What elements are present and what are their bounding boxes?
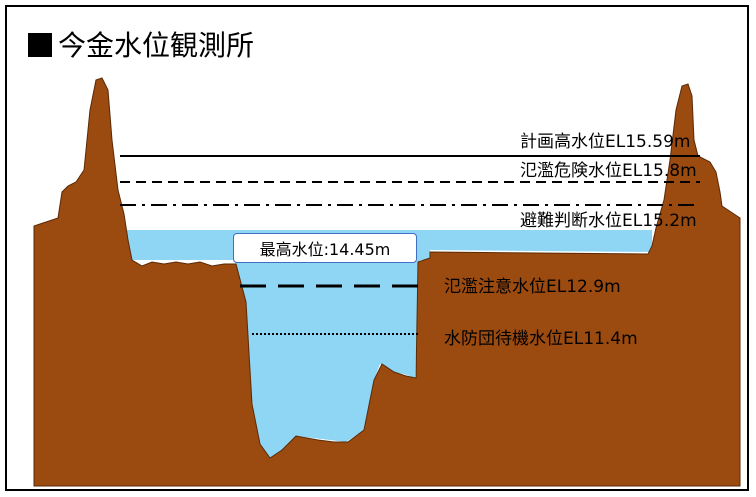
riverbed-ground [33, 77, 741, 487]
title-square-icon [28, 33, 52, 57]
evac-level-label: 避難判断水位EL15.2m [520, 211, 697, 231]
page-title: 今金水位観測所 [28, 24, 254, 64]
peak-level-box: 最高水位:14.45m [233, 233, 417, 263]
title-text: 今金水位観測所 [58, 29, 255, 62]
plan-level-label: 計画高水位EL15.59m [520, 132, 690, 152]
peak-level-label: 最高水位:14.45m [259, 240, 391, 259]
standby-level-label: 水防団待機水位EL11.4m [444, 329, 638, 349]
danger-level-label: 氾濫危険水位EL15.8m [520, 161, 697, 181]
caution-level-label: 氾濫注意水位EL12.9m [444, 277, 621, 297]
